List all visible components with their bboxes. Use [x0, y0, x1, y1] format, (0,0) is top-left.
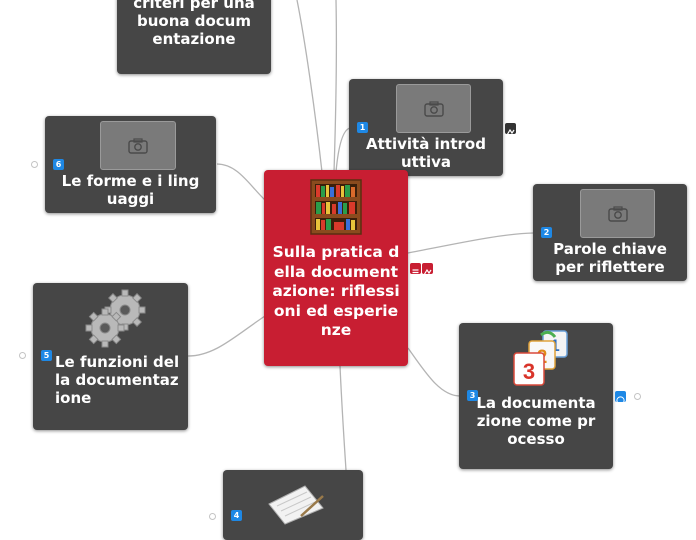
node-parole-label: Parole chiave per riflettere: [553, 240, 667, 276]
node-parole-chiave[interactable]: Parole chiave per riflettere 2: [533, 184, 687, 281]
node-criteri[interactable]: criteri per una buona documentazione: [117, 0, 271, 74]
node-forme-label: Le forme e i linguaggi: [61, 172, 200, 208]
node-processo-label: La documentazione come processo: [476, 394, 596, 448]
numbered-steps-icon: 1 2 3: [513, 330, 568, 386]
notepad-icon: [268, 485, 324, 525]
node-4[interactable]: 4: [223, 470, 363, 540]
connector-lines: [187, 0, 534, 471]
node-attivita-introduttiva[interactable]: Attività introduttiva 1: [349, 79, 503, 176]
priority-badge-4: 4: [231, 510, 242, 521]
collapse-toggle-4[interactable]: [209, 513, 216, 520]
node-funzioni-label: Le funzioni della documentazione: [55, 353, 180, 407]
camera-placeholder-icon: [580, 189, 655, 238]
priority-badge-2: 2: [541, 227, 552, 238]
wordpress-link-icon[interactable]: [615, 391, 626, 405]
bookshelf-icon: [310, 179, 362, 235]
map-link-icon[interactable]: [505, 123, 516, 136]
node-forme-linguaggi[interactable]: Le forme e i linguaggi 6: [45, 116, 216, 213]
camera-placeholder-icon: [100, 121, 176, 170]
node-attivita-label: Attività introduttiva: [366, 135, 486, 171]
collapse-toggle-5[interactable]: [19, 352, 26, 359]
notes-icon[interactable]: [410, 263, 421, 276]
priority-badge-6: 6: [53, 159, 64, 170]
central-topic[interactable]: Sulla pratica della documentazione: rifl…: [264, 170, 408, 366]
collapse-toggle-6[interactable]: [31, 161, 38, 168]
node-funzioni[interactable]: Le funzioni della documentazione 5: [33, 283, 188, 430]
collapse-toggle-3[interactable]: [634, 393, 641, 400]
priority-badge-1: 1: [357, 122, 368, 133]
node-criteri-label: criteri per una buona documentazione: [133, 0, 255, 48]
camera-placeholder-icon: [396, 84, 471, 133]
map-link-icon-central[interactable]: [422, 263, 433, 276]
svg-text:3: 3: [523, 359, 535, 384]
central-topic-label: Sulla pratica della documentazione: rifl…: [272, 243, 400, 339]
priority-badge-3: 3: [467, 390, 478, 401]
node-processo[interactable]: 1 2 3 La documentazione come processo 3: [459, 323, 613, 469]
gears-icon: [85, 289, 146, 348]
priority-badge-5: 5: [41, 350, 52, 361]
